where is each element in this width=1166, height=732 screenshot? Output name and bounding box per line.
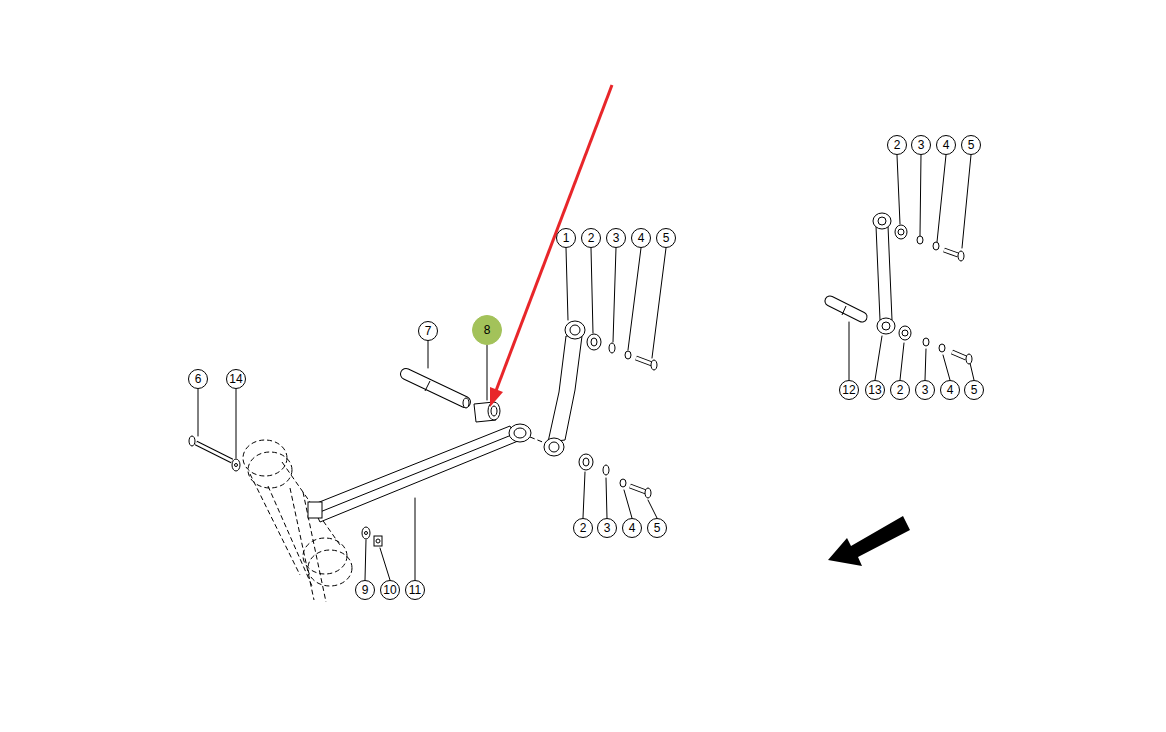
callout-circle: 14 <box>226 369 246 389</box>
callout-number: 5 <box>663 232 670 244</box>
callout-circle: 2 <box>887 135 907 155</box>
callout-number: 13 <box>868 384 881 396</box>
callout-circle: 5 <box>656 228 676 248</box>
callout-circle: 8 <box>472 315 502 345</box>
callout-number: 4 <box>943 139 950 151</box>
callout-circle: 4 <box>940 380 960 400</box>
callout-circle: 13 <box>865 380 885 400</box>
callout-circle: 5 <box>964 380 984 400</box>
callout-number: 3 <box>922 384 929 396</box>
callout-number: 10 <box>383 584 396 596</box>
callout-circle: 9 <box>355 580 375 600</box>
callout-number: 6 <box>195 373 202 385</box>
callout-circle: 3 <box>597 518 617 538</box>
callout-circle: 3 <box>911 135 931 155</box>
red-pointer <box>494 85 612 396</box>
callout-number: 4 <box>638 232 645 244</box>
callout-circle: 4 <box>622 518 642 538</box>
callout-number: 2 <box>897 384 904 396</box>
callout-circle: 6 <box>188 369 208 389</box>
callout-circle: 3 <box>606 228 626 248</box>
callout-number: 14 <box>229 373 242 385</box>
callout-number: 5 <box>654 522 661 534</box>
callout-circle: 2 <box>573 518 593 538</box>
callout-circle: 4 <box>936 135 956 155</box>
callout-circle: 3 <box>915 380 935 400</box>
callout-number: 2 <box>580 522 587 534</box>
callout-number: 5 <box>971 384 978 396</box>
direction-arrow <box>828 516 910 566</box>
callout-circle: 4 <box>631 228 651 248</box>
callout-number: 2 <box>894 139 901 151</box>
callout-circle: 12 <box>839 380 859 400</box>
callout-number: 3 <box>613 232 620 244</box>
callout-circle: 10 <box>380 580 400 600</box>
callout-circle: 1 <box>556 228 576 248</box>
callout-number: 12 <box>842 384 855 396</box>
callout-circle: 7 <box>418 321 438 341</box>
callout-number: 3 <box>918 139 925 151</box>
callout-number: 2 <box>588 232 595 244</box>
callout-number: 3 <box>604 522 611 534</box>
callout-circle: 5 <box>961 135 981 155</box>
callout-circle: 11 <box>405 580 425 600</box>
callout-number: 5 <box>968 139 975 151</box>
callout-circle: 2 <box>890 380 910 400</box>
callout-number: 4 <box>629 522 636 534</box>
callout-circle: 5 <box>647 518 667 538</box>
callout-number: 11 <box>409 584 421 596</box>
callout-number: 9 <box>362 584 369 596</box>
callout-number: 4 <box>947 384 954 396</box>
callout-number: 1 <box>563 232 570 244</box>
callout-circle: 2 <box>581 228 601 248</box>
callout-number: 8 <box>484 324 491 336</box>
callout-number: 7 <box>425 325 432 337</box>
